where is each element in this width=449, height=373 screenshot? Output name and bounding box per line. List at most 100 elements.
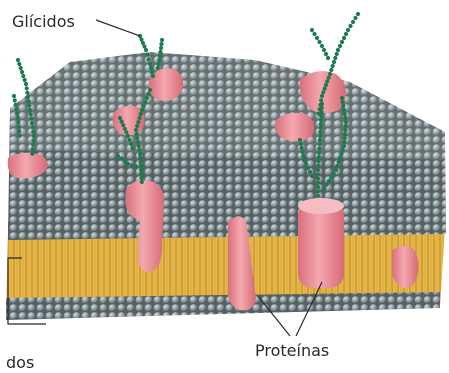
glycan-bead [299, 142, 303, 146]
glycan-bead [148, 88, 152, 92]
glycan-bead [315, 36, 319, 40]
glycan-bead [336, 48, 340, 52]
glycan-bead [130, 146, 134, 150]
glycan-bead [137, 144, 141, 148]
glycan-bead [123, 127, 127, 131]
glycan-bead [322, 186, 326, 190]
glycan-bead [324, 52, 328, 56]
glycan-bead [325, 183, 329, 187]
glycan-bead [338, 156, 342, 160]
glycan-bead [323, 87, 327, 91]
glycan-bead [343, 116, 347, 120]
glycan-bead [126, 134, 130, 138]
glycan-bead [344, 120, 348, 124]
glycan-bead [316, 194, 320, 198]
glycan-bead [18, 134, 22, 138]
glycan-bead [149, 66, 153, 70]
glycan-bead [29, 112, 33, 116]
glycan-bead [343, 136, 347, 140]
glycan-bead [138, 152, 142, 156]
glycan-bead [300, 150, 304, 154]
glycan-bead [25, 86, 29, 90]
glycan-bead [356, 12, 360, 16]
glycan-bead [135, 124, 139, 128]
glycan-bead [130, 163, 134, 167]
glycan-bead [310, 28, 314, 32]
glycan-bead [310, 174, 314, 178]
glycan-bead [12, 94, 16, 98]
glycan-bead [14, 103, 18, 107]
glycan-bead [327, 76, 331, 80]
glycan-bead [342, 36, 346, 40]
glycan-bead [17, 129, 21, 133]
glycan-bead [144, 48, 148, 52]
glycan-bead [320, 102, 324, 106]
glycan-bead [317, 159, 321, 163]
glycan-bead [327, 179, 331, 183]
glycan-bead [343, 112, 347, 116]
glycan-bead [326, 56, 330, 60]
glycan-bead [340, 40, 344, 44]
glycan-bead [320, 94, 324, 98]
glycan-bead [156, 62, 160, 66]
glycan-bead [158, 54, 162, 58]
glycan-bead [14, 107, 18, 111]
glycan-bead [344, 32, 348, 36]
glycan-bead [139, 176, 143, 180]
glycan-bead [17, 62, 21, 66]
glycan-bead [353, 16, 357, 20]
glycan-bead [21, 74, 25, 78]
glycan-bead [160, 38, 164, 42]
glycan-bead [19, 66, 23, 70]
glycan-bead [316, 181, 320, 185]
glycan-bead [306, 166, 310, 170]
glycan-bead [146, 92, 150, 96]
glycan-bead [120, 120, 124, 124]
glycan-bead [319, 114, 323, 118]
glycan-bead [316, 164, 320, 168]
glycan-bead [338, 44, 342, 48]
glycan-bead [30, 152, 34, 156]
glycan-bead [145, 53, 149, 57]
glycan-bead [15, 112, 19, 116]
glycan-bead [335, 52, 339, 56]
glycan-bead [28, 108, 32, 112]
glycan-bead [320, 110, 324, 114]
glycan-bead [145, 96, 149, 100]
glycan-bead [29, 117, 33, 121]
glycan-bead [329, 175, 333, 179]
glycan-bead [137, 148, 141, 152]
glycan-bead [343, 132, 347, 136]
glycan-bead [13, 98, 17, 102]
glycan-bead [31, 143, 35, 147]
glycan-bead [31, 138, 35, 142]
glycan-bead [134, 128, 138, 132]
glycan-bead [322, 48, 326, 52]
glycan-bead [317, 147, 321, 151]
glycan-bead [31, 130, 35, 134]
glycan-bead [20, 70, 24, 74]
glycan-bead [298, 138, 302, 142]
glycan-bead [343, 128, 347, 132]
glycan-bead [139, 164, 143, 168]
glycan-bead [344, 124, 348, 128]
glycan-bead [32, 134, 36, 138]
glycan-bead [335, 164, 339, 168]
glycan-bead [127, 138, 131, 142]
glycan-bead [342, 144, 346, 148]
glycan-bead [26, 95, 30, 99]
glycan-bead [317, 155, 321, 159]
glycan-bead [158, 50, 162, 54]
glycan-bead [31, 147, 35, 151]
glycan-bead [139, 168, 143, 172]
glycan-bead [308, 170, 312, 174]
glycan-bead [329, 68, 333, 72]
glycan-bead [341, 104, 345, 108]
glycan-bead [134, 165, 138, 169]
glycan-bead [16, 58, 20, 62]
glycan-bead [316, 185, 320, 189]
glycan-bead [351, 20, 355, 24]
glycan-bead [317, 151, 321, 155]
glycan-bead [16, 116, 20, 120]
